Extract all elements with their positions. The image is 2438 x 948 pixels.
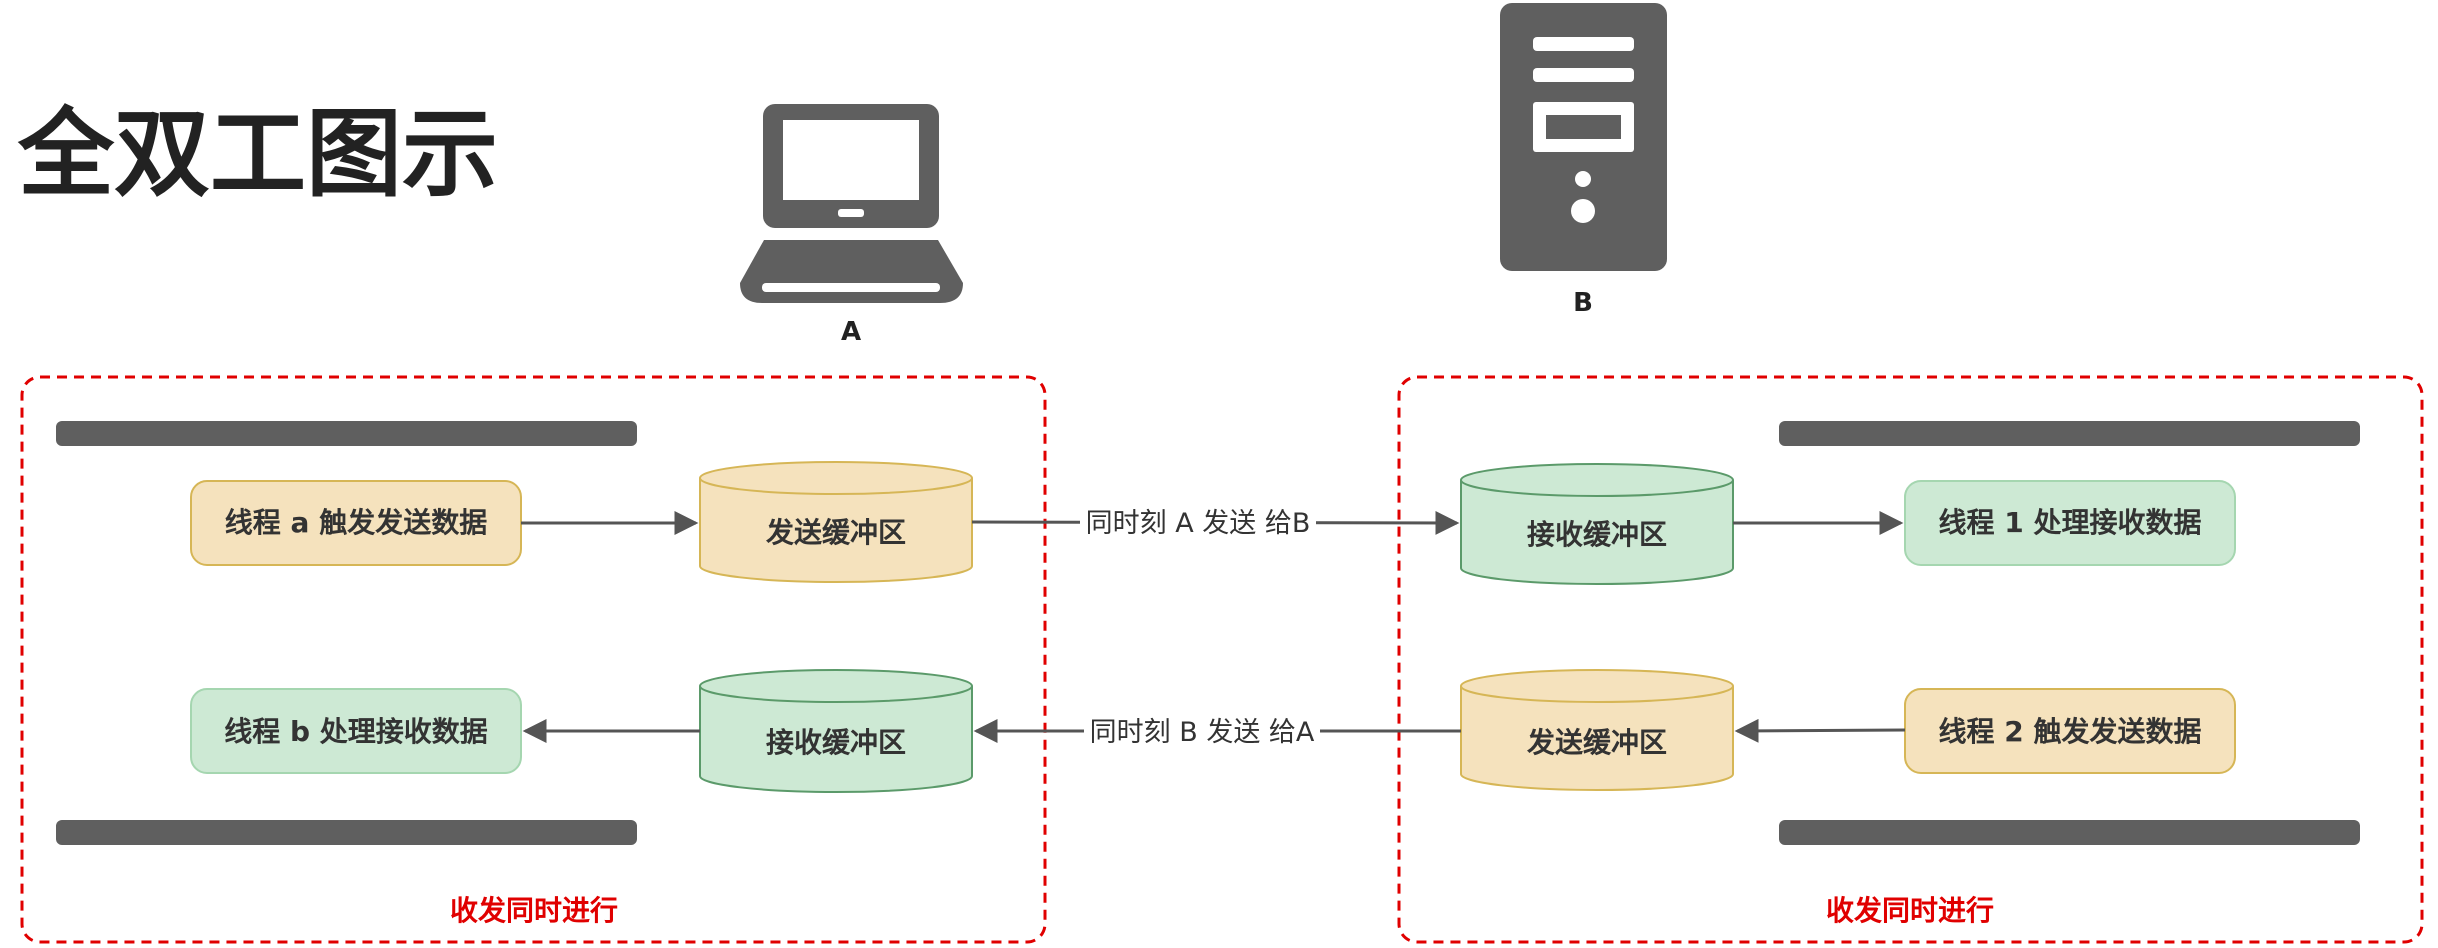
right-thread-send-label: 线程 2 触发发送数据 — [1939, 715, 2202, 748]
right-thread-recv-label: 线程 1 处理接收数据 — [1939, 506, 2202, 539]
right-recv-buffer-label: 接收缓冲区 — [1527, 518, 1667, 551]
right-bottom-bar — [1779, 820, 2360, 845]
page-title: 全双工图示 — [17, 98, 498, 210]
server-tower-icon — [1500, 3, 1667, 271]
right-send-buffer-label: 发送缓冲区 — [1526, 726, 1667, 759]
left-recv-buffer — [699, 669, 973, 793]
right-top-bar — [1779, 421, 2360, 446]
left-recv-buffer-label: 接收缓冲区 — [766, 726, 906, 759]
device-a-label: A — [841, 317, 861, 347]
arrow-thread-2-to-send-buffer — [1734, 718, 1906, 743]
right-thread-recv-box — [1904, 480, 2236, 566]
left-group-boundary — [20, 375, 1047, 944]
edge-label-b-to-a: 同时刻 B 发送 给A — [1090, 717, 1315, 748]
left-send-buffer-label: 发送缓冲区 — [765, 516, 906, 549]
left-top-bar — [56, 421, 637, 446]
left-thread-recv-box — [190, 688, 522, 774]
left-footer-label: 收发同时进行 — [450, 894, 618, 927]
laptop-icon — [740, 104, 963, 303]
edge-label-a-to-b: 同时刻 A 发送 给B — [1086, 508, 1311, 539]
device-b-label: B — [1573, 288, 1593, 318]
right-group-boundary — [1397, 375, 2424, 944]
right-send-buffer — [1460, 669, 1734, 791]
right-footer-label: 收发同时进行 — [1826, 894, 1994, 927]
left-send-buffer — [699, 461, 973, 583]
right-recv-buffer — [1460, 463, 1734, 585]
left-thread-recv-label: 线程 b 处理接收数据 — [224, 715, 488, 748]
left-thread-send-label: 线程 a 触发发送数据 — [225, 506, 487, 539]
left-bottom-bar — [56, 820, 637, 845]
